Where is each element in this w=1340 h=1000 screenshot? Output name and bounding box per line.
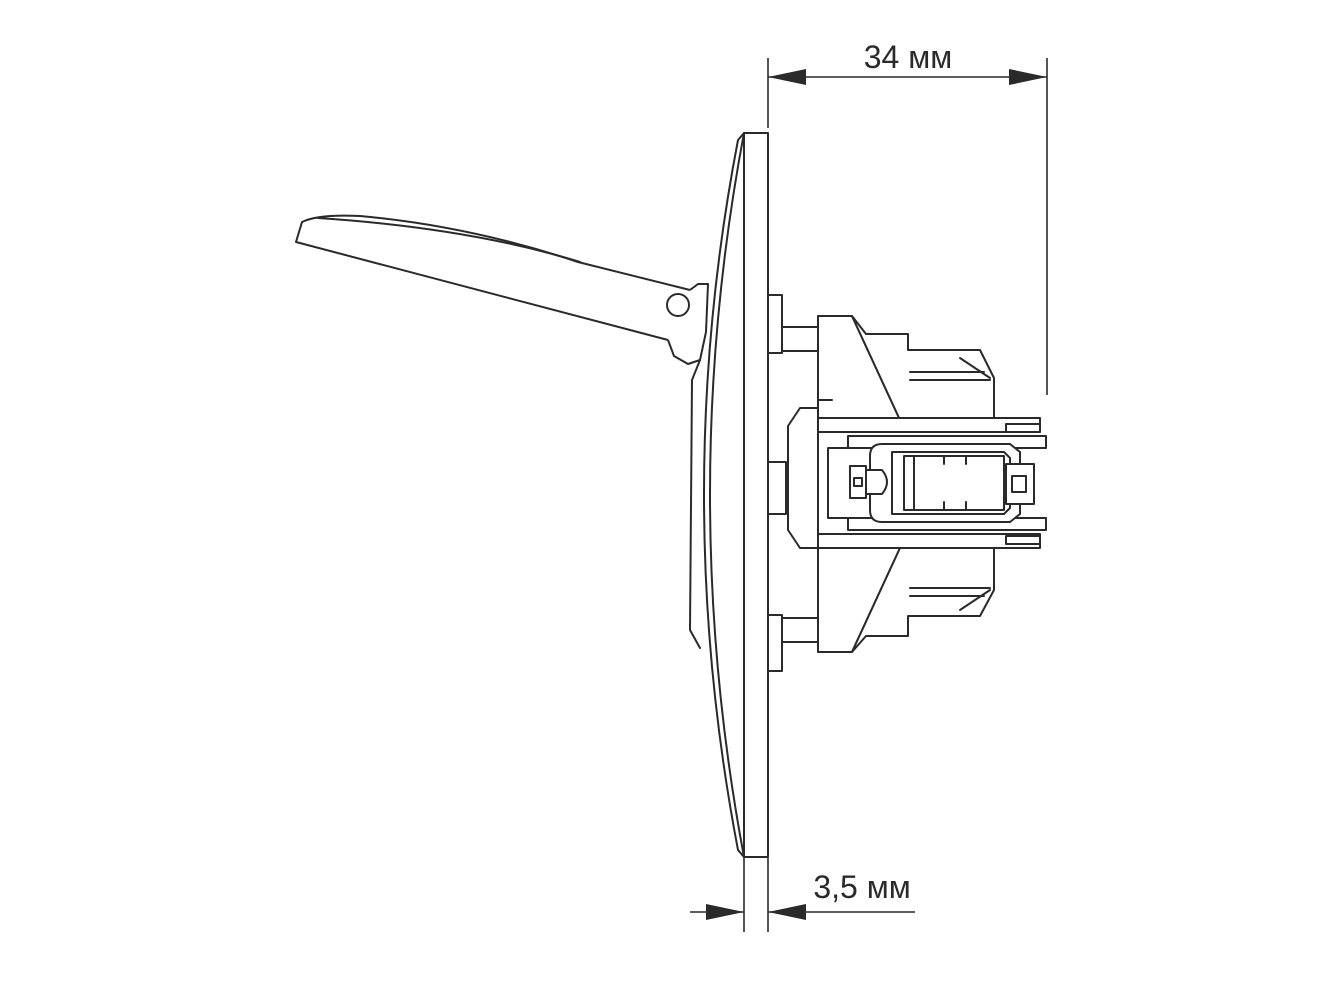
plate-label: 3,5 мм: [813, 869, 910, 905]
lid-hinge-pin: [666, 293, 690, 317]
frame-outline: [709, 132, 769, 858]
depth-arrow-right: [1009, 69, 1047, 85]
lid-body: [295, 214, 697, 341]
plate-back-lugs: [767, 294, 819, 672]
lug-bottom: [767, 614, 783, 672]
lid-hinge-arm: [667, 283, 709, 365]
spacer-top: [781, 326, 819, 352]
dimension-plate: 3,5 мм: [690, 858, 915, 932]
contact-spring: [903, 455, 1005, 511]
depth-arrow-left: [768, 69, 806, 85]
spacer-bottom: [781, 617, 819, 643]
socket-body: [787, 315, 1047, 653]
depth-label: 34 мм: [864, 39, 952, 75]
hinged-lid: [295, 214, 709, 649]
plate-arrow-left: [706, 904, 744, 920]
screw-slot: [853, 477, 863, 487]
lug-top: [767, 294, 783, 354]
lower-housing-ribs: [909, 587, 991, 611]
lid-top-edge: [317, 217, 581, 263]
upper-housing-ribs: [909, 357, 991, 381]
terminal-front: [787, 407, 819, 549]
contact-rear-screw: [1011, 475, 1027, 493]
frame-plate: [703, 132, 769, 858]
rear-pin-upper: [1005, 423, 1041, 433]
dimension-depth: 34 мм: [767, 39, 1048, 395]
screw-head: [865, 469, 888, 495]
rear-pin-lower: [1005, 535, 1041, 545]
plate-arrow-right: [768, 904, 806, 920]
frame-edge: [703, 132, 745, 858]
contact-spring-ribs: [913, 455, 967, 511]
lid-side-edge: [689, 359, 701, 649]
lug-middle: [767, 461, 787, 515]
